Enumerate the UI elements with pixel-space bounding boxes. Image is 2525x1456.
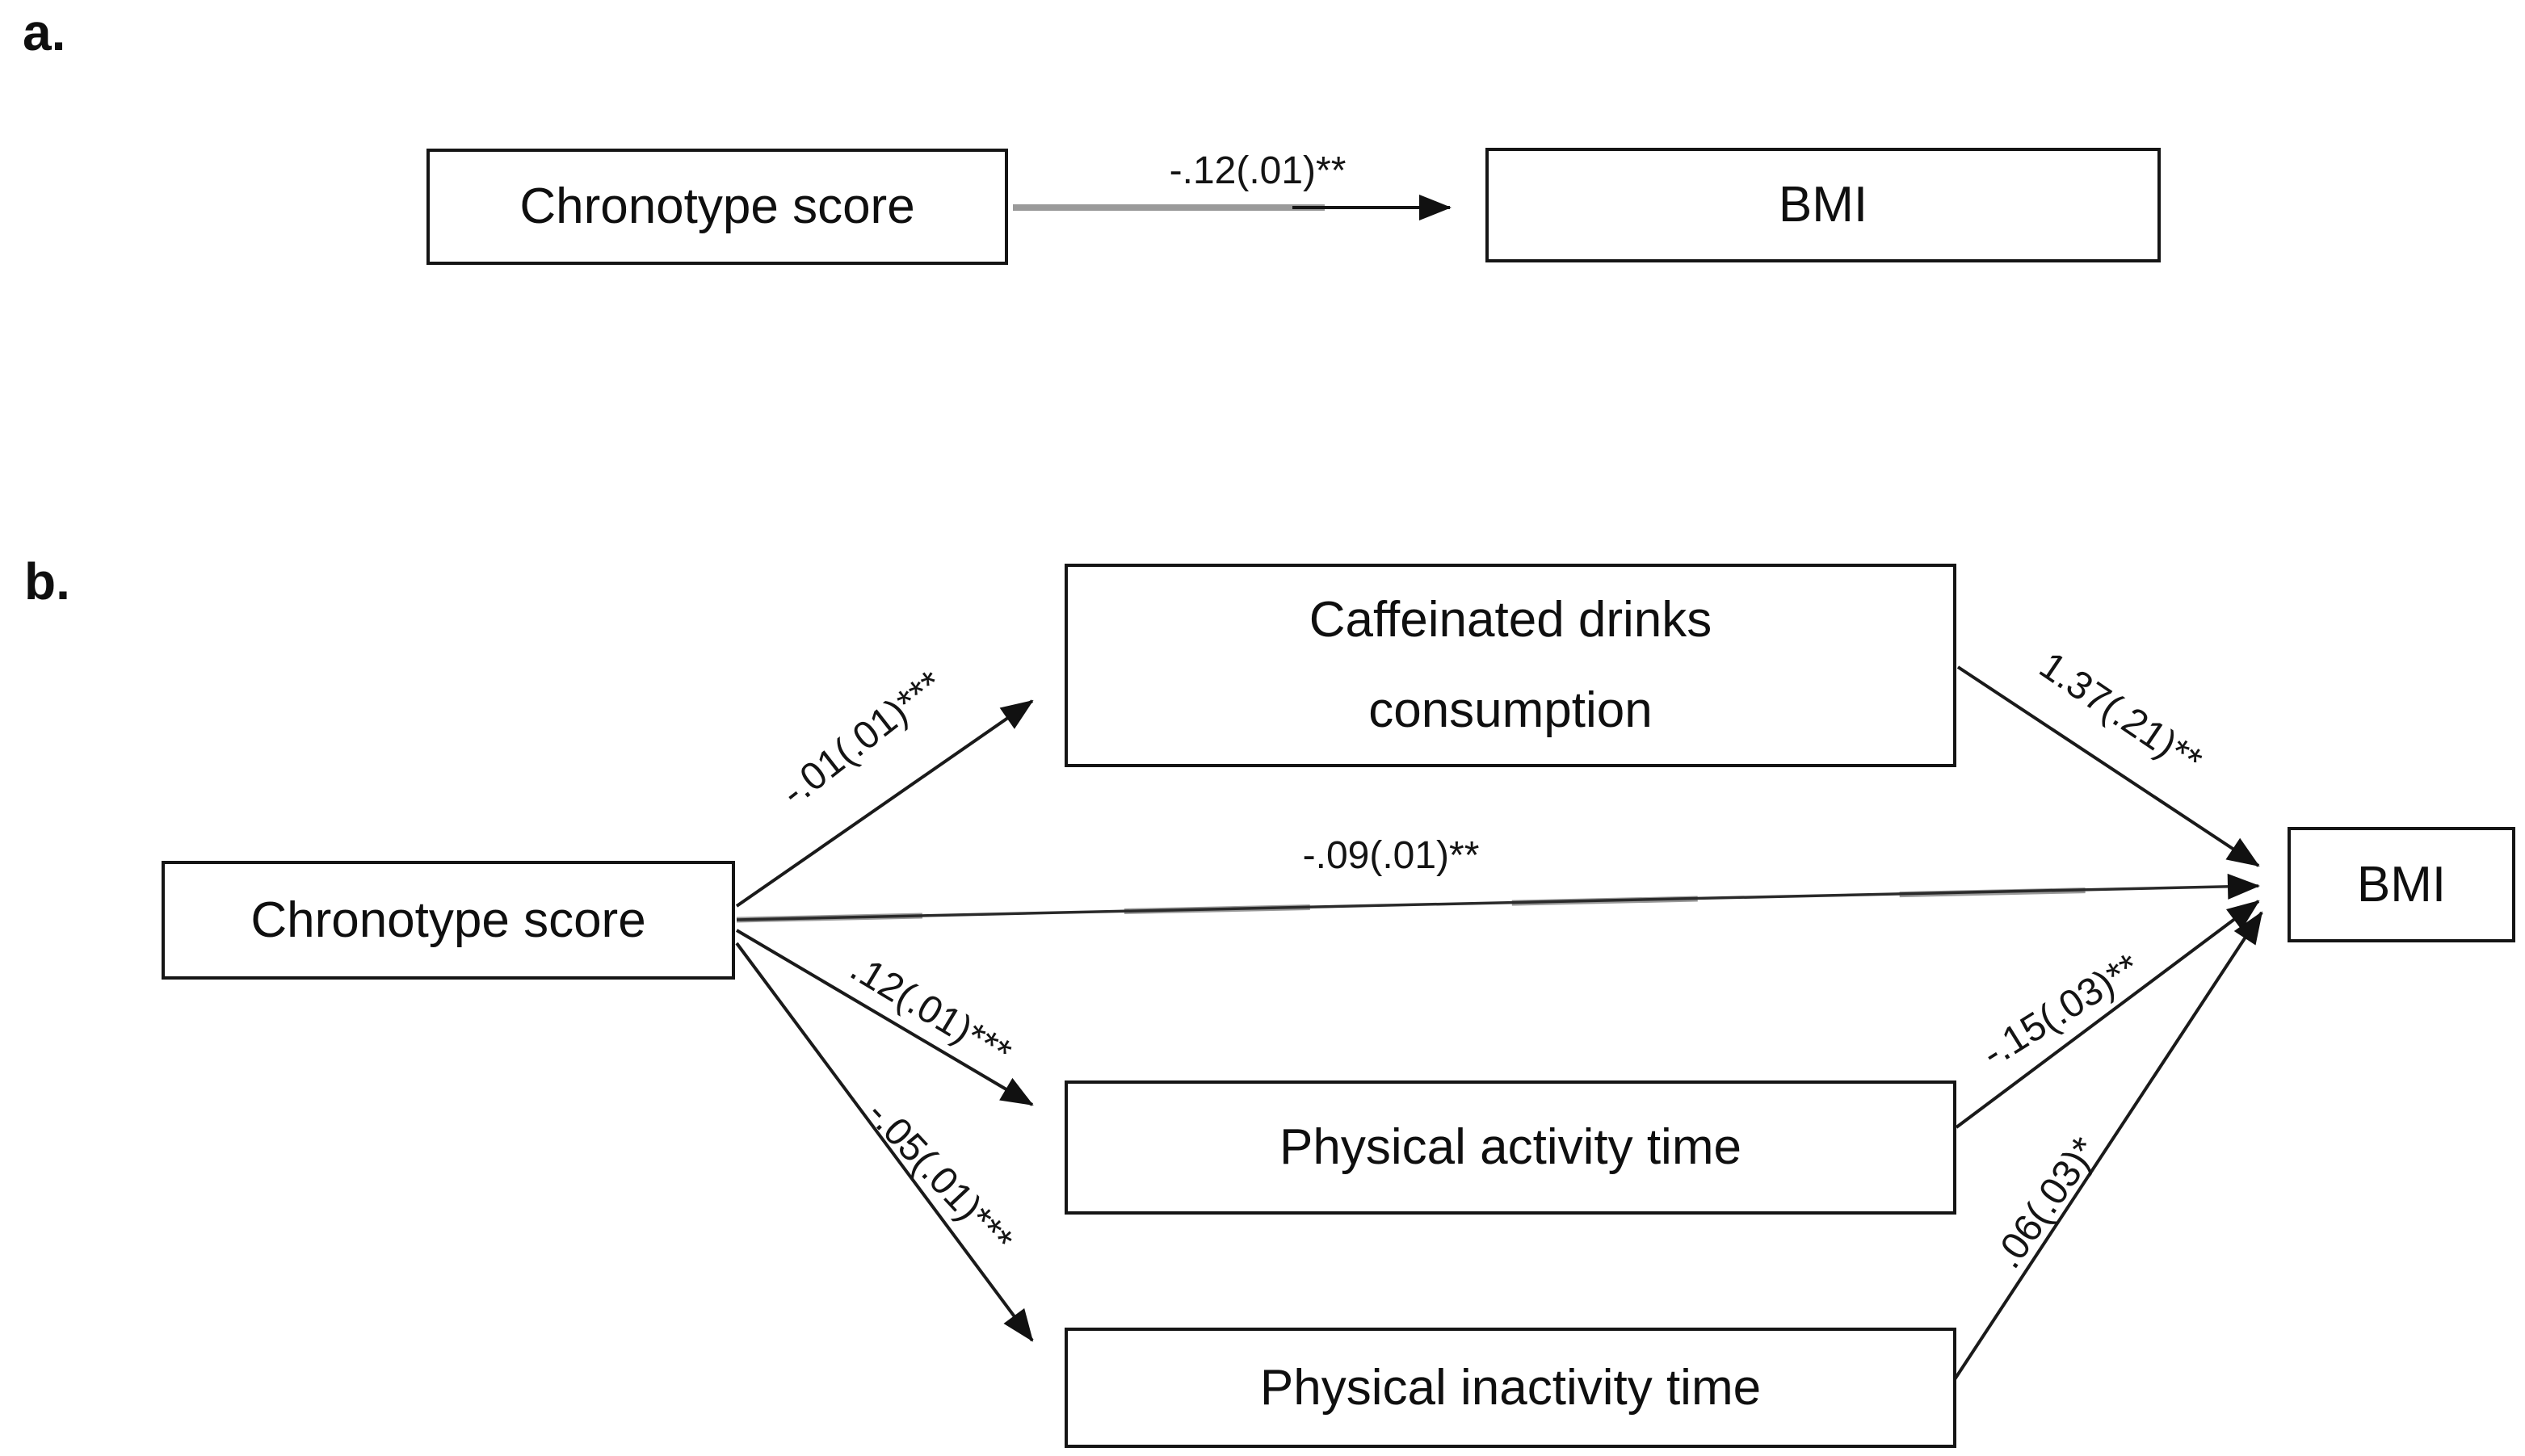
panel-b-bmi-box: BMI bbox=[2288, 827, 2515, 942]
coef-direct-path: -.09(.01)** bbox=[1302, 834, 1480, 877]
arrow-inactivity-to-bmi bbox=[1953, 911, 2263, 1381]
panel-b-label: b. bbox=[24, 552, 70, 611]
arrow-chronotype-to-caffeinated bbox=[735, 699, 1034, 908]
arrow-chronotype-to-activity bbox=[735, 929, 1034, 1106]
arrow-activity-to-bmi bbox=[1955, 900, 2260, 1129]
physical-activity-time-box: Physical activity time bbox=[1065, 1080, 1956, 1215]
panel-b-chronotype-score-box: Chronotype score bbox=[162, 861, 735, 980]
physical-inactivity-time-box: Physical inactivity time bbox=[1065, 1328, 1956, 1448]
panel-a-bmi-box: BMI bbox=[1485, 148, 2161, 262]
arrow-chronotype-to-inactivity bbox=[735, 942, 1034, 1342]
caffeinated-drinks-consumption-box: Caffeinated drinks consumption bbox=[1065, 564, 1956, 767]
panel-a-label: a. bbox=[23, 3, 66, 61]
arrow-chronotype-to-bmi-direct bbox=[736, 873, 2260, 921]
panel-a-direct-coefficient: -.12(.01)** bbox=[1169, 149, 1347, 192]
panel-a-chronotype-score-box: Chronotype score bbox=[426, 149, 1008, 265]
arrow-caffeinated-to-bmi bbox=[1956, 665, 2260, 867]
